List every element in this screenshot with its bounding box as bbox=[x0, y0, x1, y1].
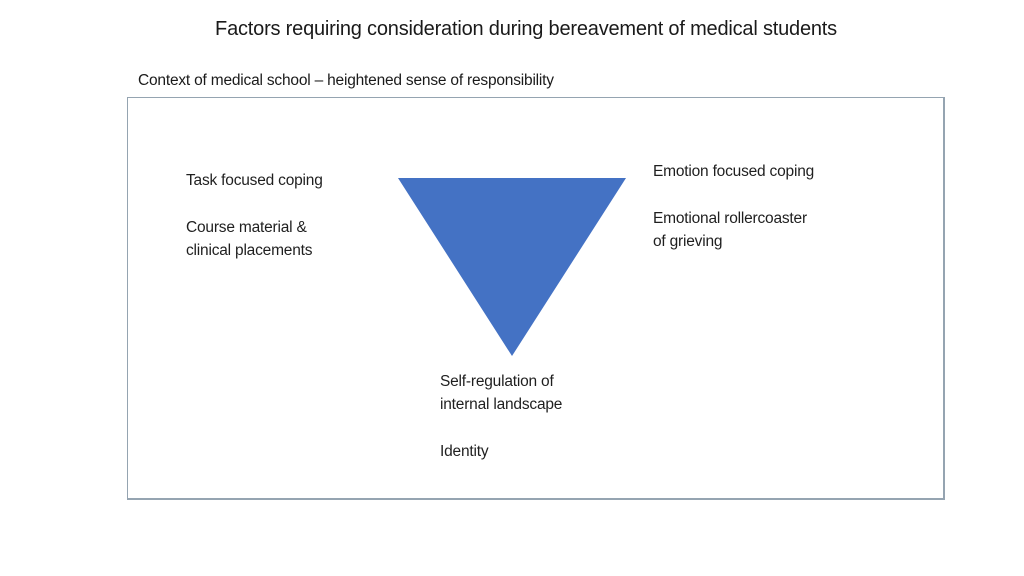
left-block-heading: Task focused coping bbox=[186, 172, 323, 189]
right-block-line-1: Emotional rollercoaster bbox=[653, 210, 807, 227]
inverted-triangle-polygon bbox=[398, 178, 626, 356]
bottom-block-line-2: internal landscape bbox=[440, 396, 563, 413]
bottom-block-line-1: Self-regulation of bbox=[440, 373, 554, 390]
bottom-block-heading: Identity bbox=[440, 443, 489, 460]
right-block-heading: Emotion focused coping bbox=[653, 163, 815, 180]
left-block-body: Course material & clinical placements bbox=[186, 216, 312, 262]
bottom-block-body: Self-regulation of internal landscape bbox=[440, 370, 562, 416]
context-label: Context of medical school – heightened s… bbox=[138, 72, 554, 89]
right-block-body: Emotional rollercoaster of grieving bbox=[653, 207, 807, 253]
left-block-line-2: clinical placements bbox=[186, 242, 313, 259]
inverted-triangle-icon bbox=[398, 178, 626, 356]
left-block-line-1: Course material & bbox=[186, 219, 307, 236]
right-block-line-2: of grieving bbox=[653, 233, 723, 250]
slide-title: Factors requiring consideration during b… bbox=[215, 18, 837, 40]
